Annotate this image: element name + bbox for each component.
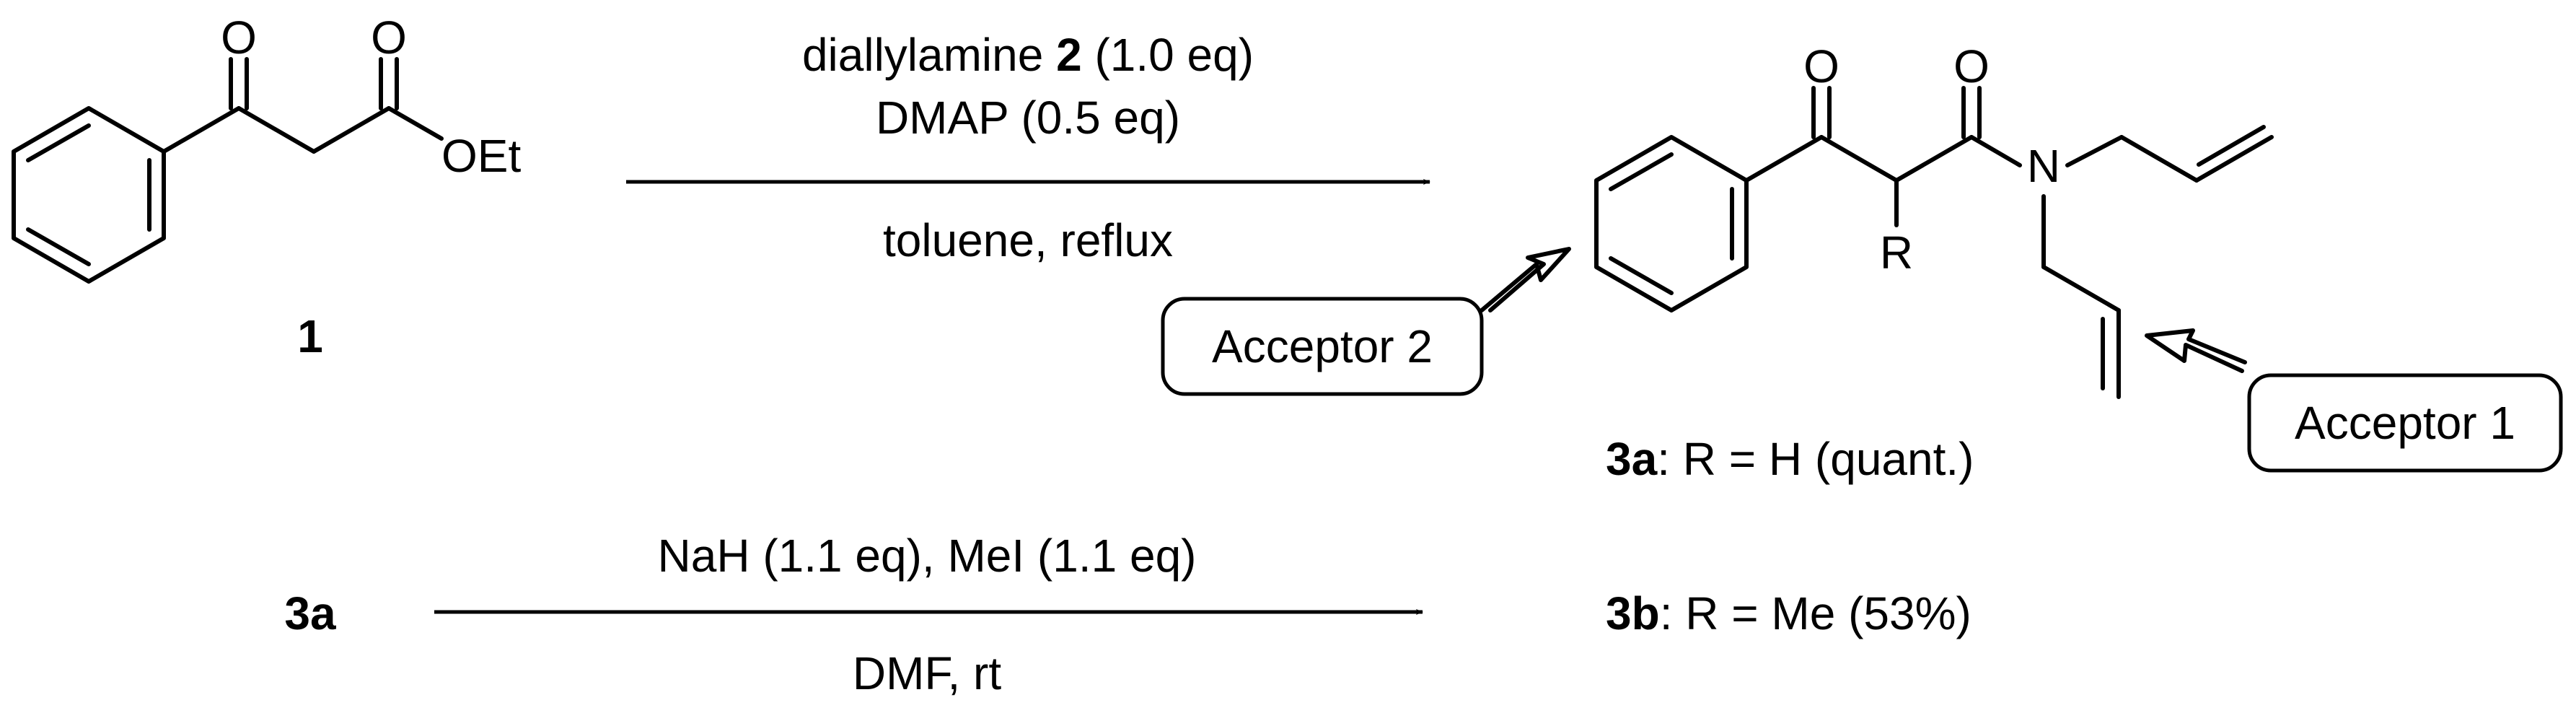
bond-amide-n — [1969, 135, 2022, 167]
reaction-1-reagent-line-1: diallylamine 2 (1.0 eq) — [802, 29, 1254, 81]
bond-alpha-c-amide — [1894, 135, 1974, 183]
bond-allyl-2-ch2-ch — [2041, 265, 2121, 312]
allyl-1-double-bond-b — [2197, 125, 2266, 167]
reaction-1-arrow-group: diallylamine 2 (1.0 eq) DMAP (0.5 eq) to… — [626, 29, 1430, 266]
reaction-1-conditions: toluene, reflux — [883, 214, 1173, 266]
product-3-r-group: R — [1880, 227, 1913, 279]
product-3a-label: 3a: R = H (quant.) — [1606, 433, 1974, 485]
reaction-2: 3a NaH (1.1 eq), MeI (1.1 eq) DMF, rt 3b… — [284, 530, 1971, 699]
product-3-nitrogen: N — [2027, 140, 2060, 192]
compound-1-oet-label: OEt — [441, 130, 521, 182]
product-3-bonds — [1594, 86, 2274, 399]
acceptor-1-hollow-arrow — [2145, 328, 2247, 373]
acceptor-2-hollow-arrow — [1480, 247, 1571, 312]
acceptor-2-annotation: Acceptor 2 — [1161, 247, 1571, 396]
ring-3-inner-bond-b — [1609, 256, 1674, 295]
product-3b-label: 3b: R = Me (53%) — [1606, 587, 1971, 639]
reaction-2-starting-material: 3a — [284, 587, 336, 639]
compound-1-bonds — [12, 57, 444, 284]
bond-allyl-1-ch2-ch — [2119, 135, 2199, 183]
benzene-ring-3 — [1594, 135, 1749, 312]
bond-ring-carbonyl — [162, 106, 241, 154]
benzene-ring-1 — [12, 106, 166, 284]
allyl-1-double-bond-a — [2194, 135, 2274, 183]
ring-1-inner-bond-b — [26, 227, 91, 266]
acceptor-2-label: Acceptor 2 — [1212, 320, 1433, 372]
reaction-1-reagent-line-2: DMAP (0.5 eq) — [876, 92, 1180, 144]
bond-ch2-ester — [312, 106, 391, 154]
acceptor-1-box — [2247, 373, 2563, 473]
product-3-structure: O O N R — [1594, 40, 2274, 399]
compound-1-ketone-o: O — [221, 12, 257, 64]
acceptor-1-annotation: Acceptor 1 — [2145, 328, 2563, 473]
acceptor-1-label: Acceptor 1 — [2295, 397, 2515, 449]
bond-n-allyl-1-ch2 — [2065, 135, 2124, 167]
reaction-2-conditions: DMF, rt — [853, 647, 1001, 699]
product-3-amide-o: O — [1953, 40, 1990, 92]
acceptor-2-box — [1161, 297, 1484, 396]
compound-1-number: 1 — [297, 310, 323, 362]
bond-carbonyl-ch2 — [237, 106, 316, 154]
compound-1-ester-o: O — [371, 12, 407, 64]
product-3-ketone-o: O — [1803, 40, 1839, 92]
bond-carbonyl-alpha-c — [1819, 135, 1899, 183]
ring-3-inner-bond-c — [1609, 152, 1674, 191]
reaction-2-reagents: NaH (1.1 eq), MeI (1.1 eq) — [658, 530, 1197, 582]
bond-ester-oet — [387, 106, 444, 141]
ring-1-inner-bond-c — [26, 123, 91, 162]
compound-1-structure: O O OEt 1 — [12, 12, 521, 362]
bond-ring-carbonyl-3 — [1744, 135, 1824, 183]
